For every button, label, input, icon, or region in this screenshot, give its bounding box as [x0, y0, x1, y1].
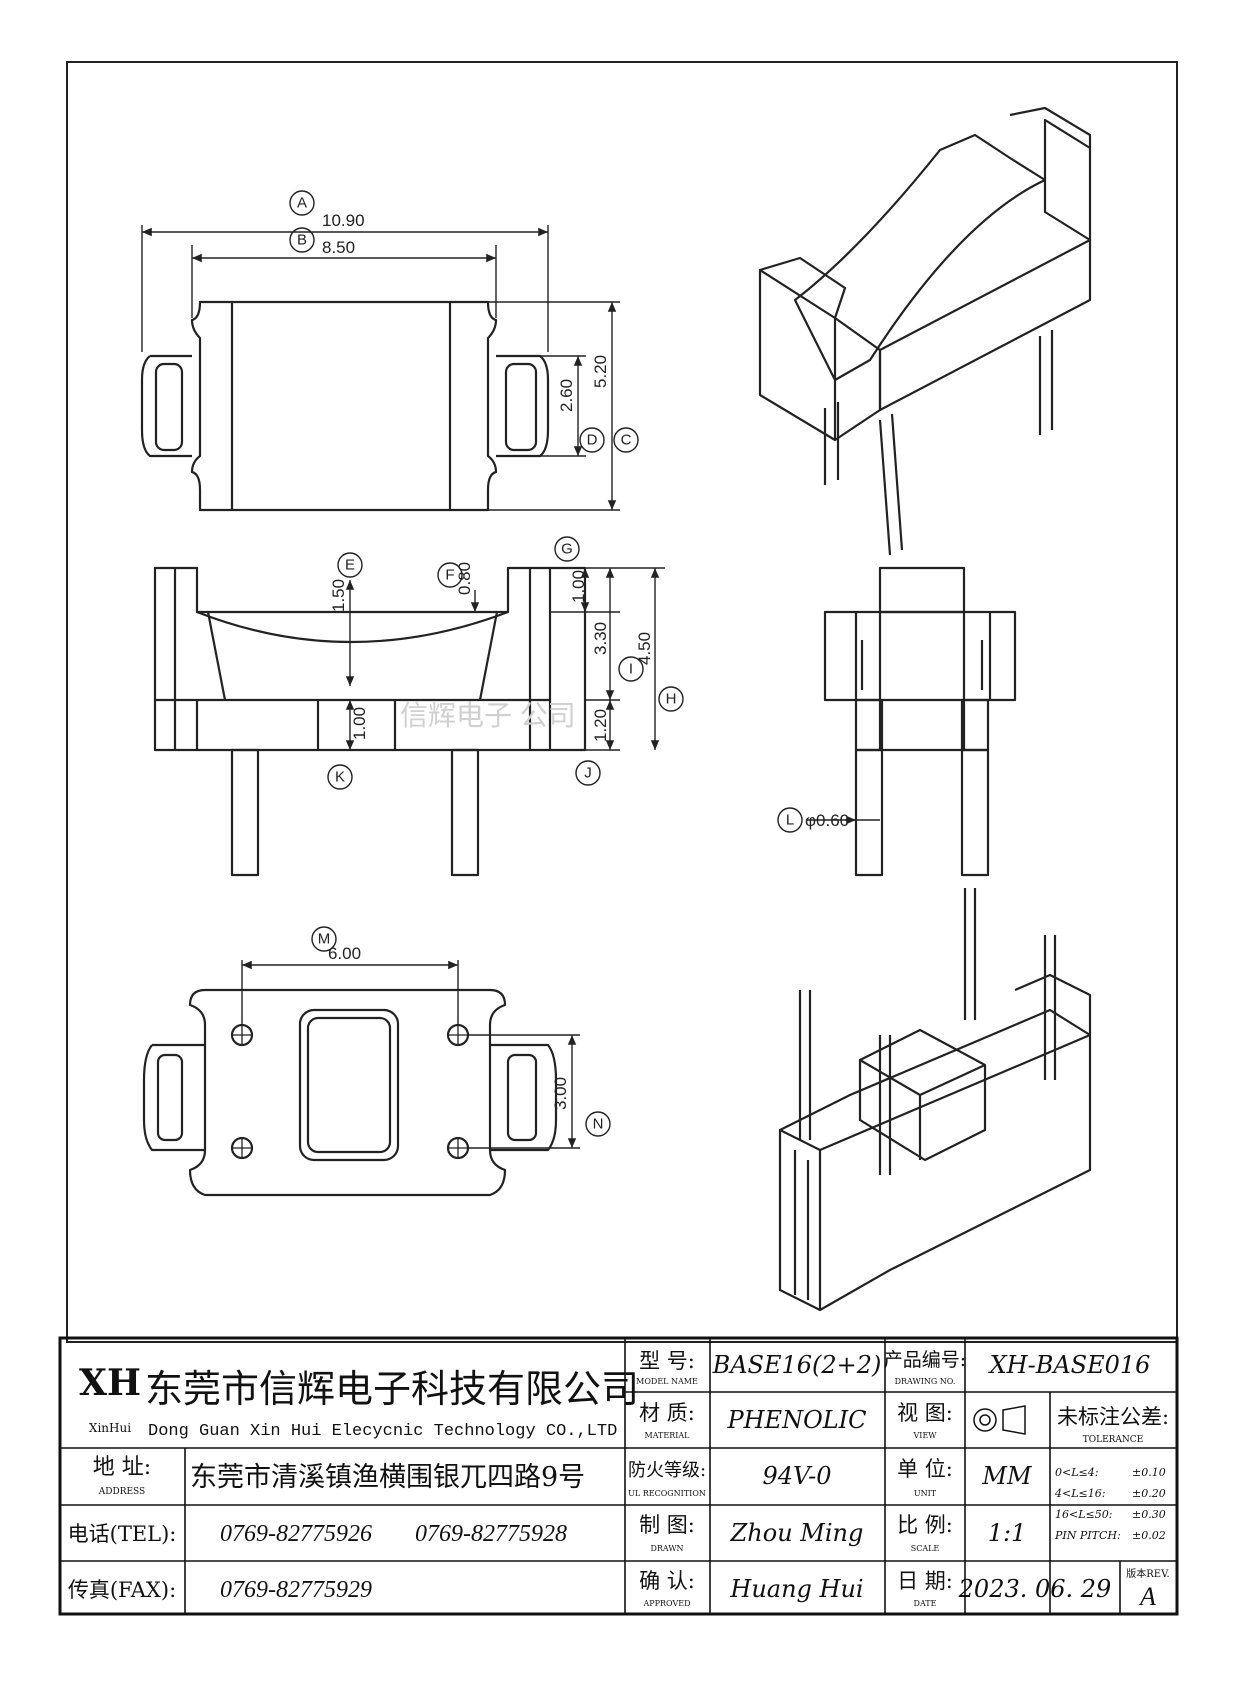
drawn-value: Zhou Ming: [730, 1519, 864, 1547]
rev-value: A: [1138, 1582, 1156, 1611]
view-label: 视 图:: [897, 1401, 953, 1425]
unit-sub: UNIT: [914, 1489, 937, 1498]
dim-c-value: 5.20: [591, 355, 610, 388]
rev-label: 版本REV.: [1126, 1567, 1169, 1580]
dim-i-letter: I: [629, 661, 633, 678]
watermark-text: 信辉电子 公司: [400, 700, 576, 731]
date-label: 日 期:: [897, 1569, 953, 1593]
drawing-no-label: 产品编号:: [884, 1349, 966, 1371]
model-sub: MODEL NAME: [636, 1377, 698, 1386]
scale-label: 比 例:: [897, 1513, 953, 1537]
tolerance-value-4: ±0.02: [1132, 1529, 1166, 1542]
dim-k-letter: K: [335, 769, 345, 786]
address-label: 地 址:: [93, 1455, 151, 1480]
approved-value: Huang Hui: [729, 1575, 863, 1603]
projection-symbol-icon: [973, 1405, 1026, 1435]
dim-h-value: 4.50: [635, 632, 654, 665]
dim-a-value: 10.90: [322, 211, 365, 230]
ul-value: 94V-0: [762, 1462, 831, 1490]
dim-g-letter: G: [561, 541, 573, 558]
dim-d-value: 2.60: [557, 379, 576, 412]
unit-value: MM: [981, 1462, 1033, 1490]
dim-f-letter: F: [445, 567, 454, 584]
iso-view-top: [758, 106, 1092, 556]
address-sub: ADDRESS: [98, 1487, 145, 1497]
approved-label: 确 认:: [639, 1569, 695, 1593]
dim-a-letter: A: [297, 195, 307, 212]
material-value: PHENOLIC: [726, 1406, 866, 1434]
material-sub: MATERIAL: [645, 1431, 691, 1440]
iso-view-bottom: [778, 888, 1092, 1312]
approved-sub: APPROVED: [642, 1599, 690, 1608]
top-view: [140, 300, 550, 512]
scale-value: 1:1: [988, 1519, 1027, 1547]
logo-caption: XinHui: [89, 1421, 131, 1435]
scale-sub: SCALE: [911, 1544, 940, 1553]
tolerance-label: 未标注公差:: [1057, 1405, 1169, 1429]
tel-value-2: 0769-82775928: [415, 1521, 567, 1547]
address-value: 东莞市清溪镇渔横围银兀四路9号: [190, 1462, 585, 1493]
drawing-no-sub: DRAWING NO.: [895, 1377, 956, 1386]
drawing-border: [66, 61, 1178, 1343]
dim-m-letter: M: [318, 931, 331, 948]
tel-label: 电话(TEL):: [68, 1522, 177, 1546]
dim-j-value: 1.20: [591, 709, 610, 742]
tolerance-range-2: 4<L≤16:: [1054, 1487, 1105, 1500]
dim-b-value: 8.50: [322, 238, 355, 257]
dim-i-value: 3.30: [591, 622, 610, 655]
tolerance-value-2: ±0.20: [1132, 1487, 1166, 1500]
ul-label: 防火等级:: [628, 1460, 706, 1481]
view-sub: VIEW: [913, 1431, 938, 1440]
ul-sub: UL RECOGNITION: [628, 1489, 706, 1498]
drawn-sub: DRAWN: [650, 1544, 683, 1553]
dim-l-value: φ0.60: [805, 811, 849, 830]
fax-label: 传真(FAX):: [68, 1578, 176, 1602]
dim-h-letter: H: [666, 691, 677, 708]
company-logo: XH XinHui: [79, 1362, 141, 1435]
tolerance-value-3: ±0.30: [1132, 1508, 1166, 1521]
dim-e-letter: E: [345, 557, 355, 574]
dim-g-value: 1.00: [569, 570, 588, 603]
dim-d-letter: D: [587, 432, 598, 449]
tolerance-range-4: PIN PITCH:: [1054, 1529, 1121, 1542]
tel-value-1: 0769-82775926: [220, 1521, 372, 1547]
side-view: [823, 566, 1017, 877]
dim-c-letter: C: [621, 432, 632, 449]
dim-m-value: 6.00: [328, 944, 361, 963]
model-label: 型 号:: [639, 1349, 695, 1373]
tolerance-range-3: 16<L≤50:: [1055, 1508, 1112, 1521]
tolerance-range-1: 0<L≤4:: [1055, 1466, 1098, 1479]
fax-value: 0769-82775929: [220, 1577, 372, 1603]
model-value: BASE16(2+2): [712, 1351, 882, 1379]
dim-k-value: 1.00: [350, 707, 369, 740]
unit-label: 单 位:: [897, 1457, 953, 1481]
dim-f-value: 0.80: [455, 562, 474, 595]
title-block: XH XinHui 东莞市信辉电子科技有限公司 Dong Guan Xin Hu…: [58, 1336, 1179, 1616]
bottom-view: [142, 988, 558, 1197]
dim-n-value: 3.00: [551, 1077, 570, 1110]
material-label: 材 质:: [639, 1401, 695, 1425]
dim-e-value: 1.50: [329, 579, 348, 612]
tolerance-sub: TOLERANCE: [1083, 1435, 1144, 1445]
dim-b-letter: B: [297, 232, 307, 249]
company-name-en: Dong Guan Xin Hui Elecycnic Technology C…: [148, 1422, 617, 1441]
tolerance-value-1: ±0.10: [1132, 1466, 1166, 1479]
dim-n-letter: N: [593, 1116, 604, 1133]
drawing-no-value: XH-BASE016: [988, 1351, 1151, 1379]
date-value: 2023. 06. 29: [958, 1575, 1112, 1603]
logo-mark: XH: [79, 1362, 141, 1404]
dim-j-letter: J: [584, 765, 592, 782]
company-name-cn: 东莞市信辉电子科技有限公司: [145, 1367, 639, 1411]
front-view: [153, 566, 587, 877]
date-sub: DATE: [914, 1599, 937, 1608]
dim-l-letter: L: [786, 812, 794, 829]
drawn-label: 制 图:: [639, 1513, 695, 1537]
